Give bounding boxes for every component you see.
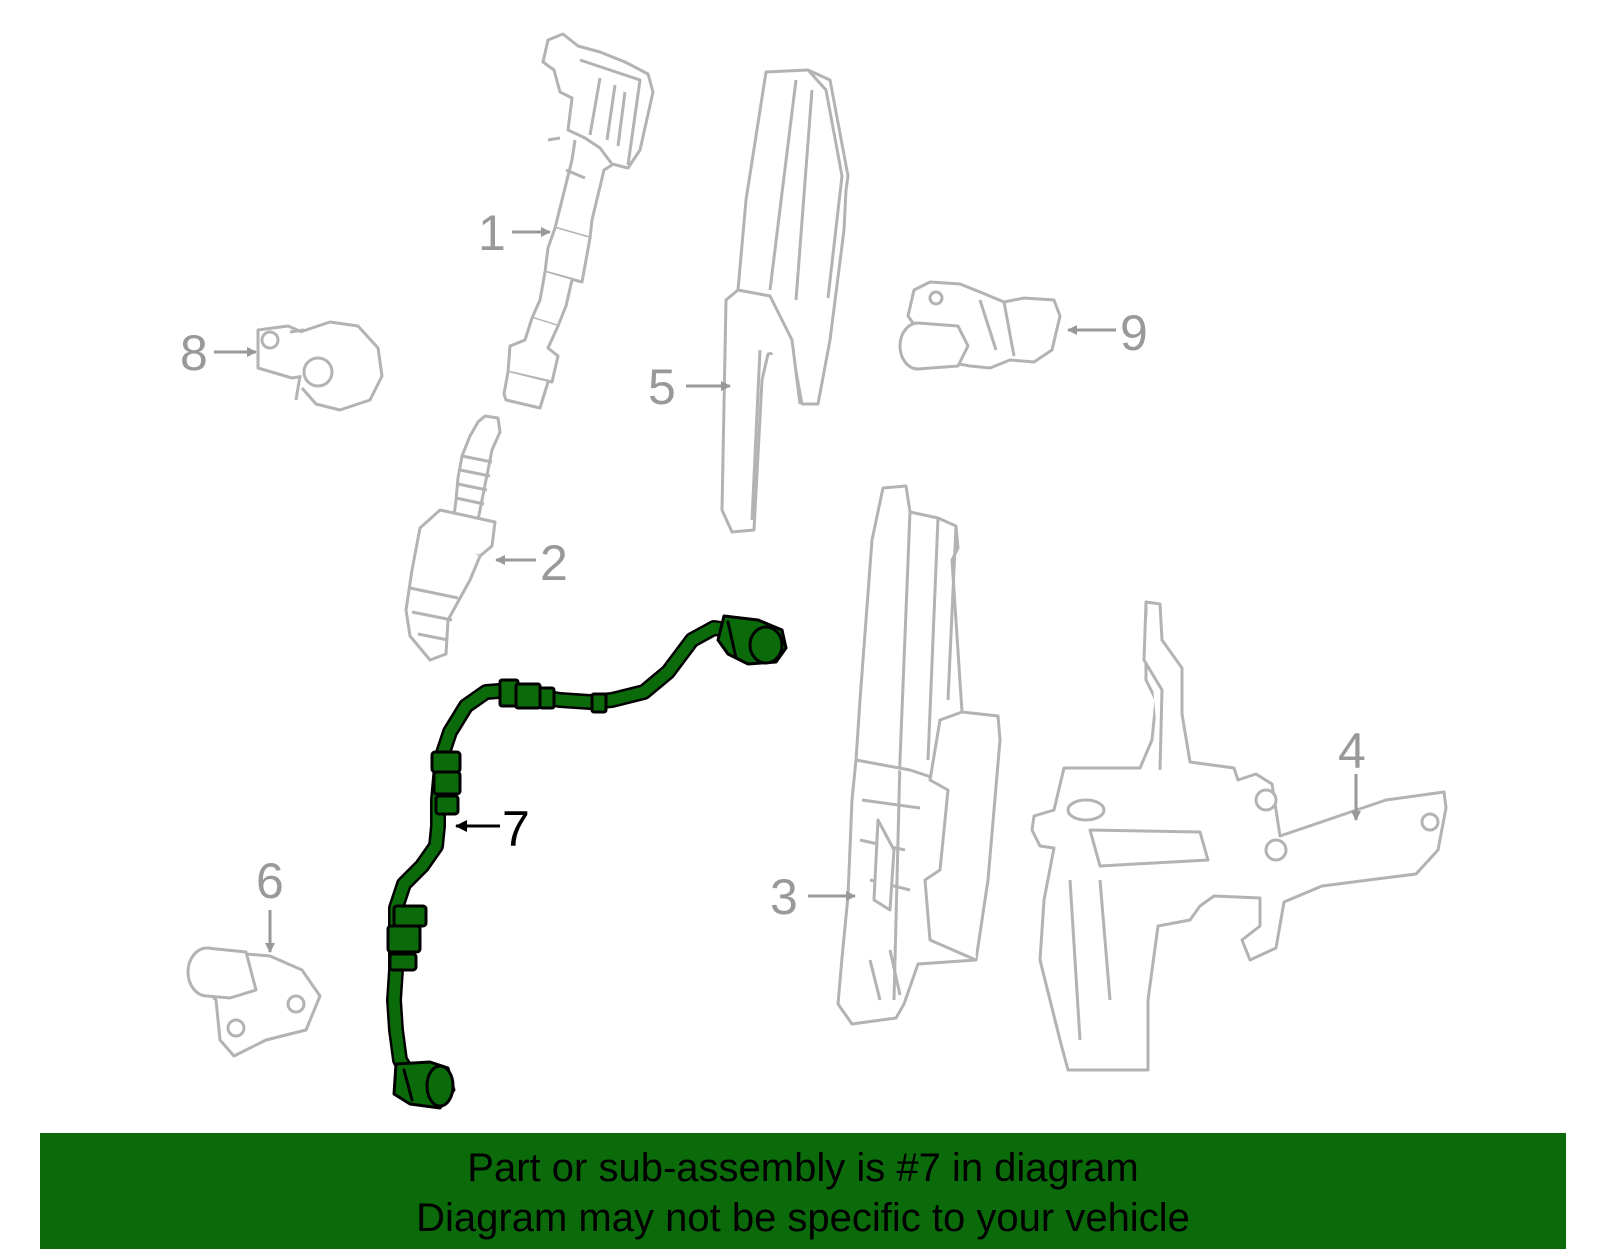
info-banner: Part or sub-assembly is #7 in diagram Di…	[40, 1133, 1566, 1249]
callout-3: 3	[770, 869, 798, 925]
callout-5: 5	[648, 359, 676, 415]
part-4-bracket	[1030, 600, 1448, 1072]
part-1-ignition-coil	[502, 32, 655, 410]
part-8-knock-sensor	[256, 320, 384, 412]
banner-line-part-number: Part or sub-assembly is #7 in diagram	[467, 1146, 1139, 1190]
callout-1: 1	[478, 205, 506, 261]
part-3-guide-housing	[836, 484, 1002, 1026]
callout-8: 8	[180, 325, 208, 381]
callout-9: 9	[1120, 305, 1148, 361]
callout-numbers: 1 2 3 4 5 6 7 8 9	[180, 205, 1366, 925]
part-6-crank-sensor	[186, 946, 322, 1058]
callout-arrows	[214, 227, 1361, 953]
part-9-cam-sensor	[898, 280, 1062, 371]
part-7-wire-harness-highlighted	[386, 614, 788, 1110]
callout-4: 4	[1338, 723, 1366, 779]
banner-line-disclaimer: Diagram may not be specific to your vehi…	[416, 1196, 1190, 1240]
part-2-spark-plug	[404, 414, 502, 662]
callout-2: 2	[540, 535, 568, 591]
callout-6: 6	[256, 853, 284, 909]
part-5-tensioner-rail	[720, 68, 850, 534]
callout-7: 7	[502, 801, 530, 857]
